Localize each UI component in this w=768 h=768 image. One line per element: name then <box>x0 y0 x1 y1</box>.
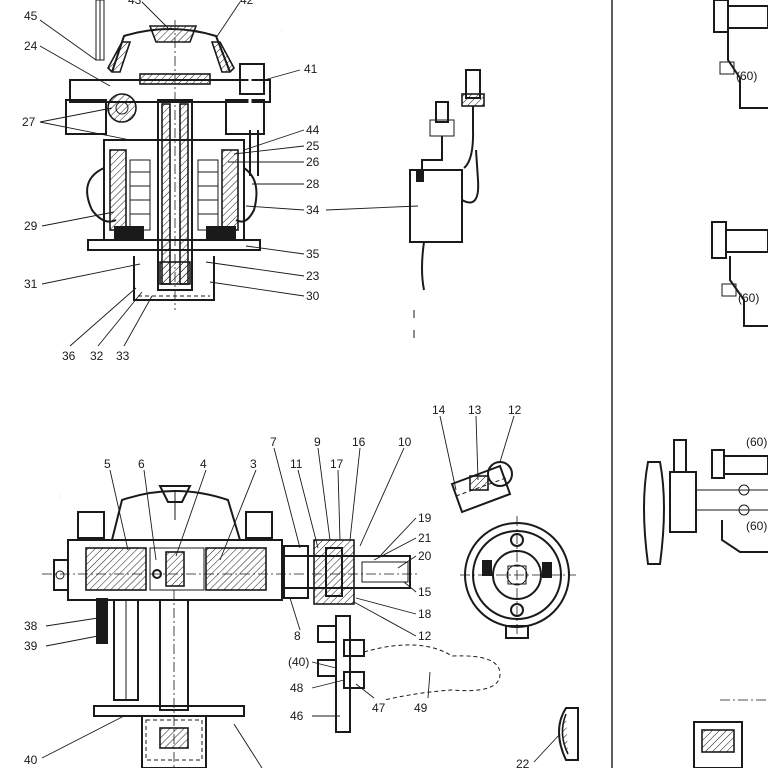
callout-60-d: (60) <box>746 519 767 533</box>
callout-45: 45 <box>24 9 38 23</box>
callout-36: 36 <box>62 349 76 363</box>
callout-17: 17 <box>330 457 344 471</box>
callout-41: 41 <box>304 62 318 76</box>
callout-11: 11 <box>290 457 303 471</box>
top-callouts: 45 43 42 24 41 27 44 25 26 28 29 34 35 2… <box>22 0 320 363</box>
callout-46: 46 <box>290 709 304 723</box>
callout-44: 44 <box>306 123 320 137</box>
callout-24: 24 <box>24 39 38 53</box>
callout-16: 16 <box>352 435 366 449</box>
callout-22: 22 <box>516 757 530 768</box>
leader-lines <box>39 1 561 768</box>
callout-8: 8 <box>294 629 301 643</box>
callout-14: 14 <box>432 403 446 417</box>
callout-43: 43 <box>128 0 142 7</box>
callout-12-top: 12 <box>508 403 522 417</box>
callout-30: 30 <box>306 289 320 303</box>
callout-40: 40 <box>24 753 38 767</box>
callout-40-paren: (40) <box>288 655 309 669</box>
callout-35: 35 <box>306 247 320 261</box>
fitting-detail <box>558 707 579 761</box>
callout-6: 6 <box>138 457 145 471</box>
callout-60-a: (60) <box>736 69 757 83</box>
callout-38: 38 <box>24 619 38 633</box>
callout-12: 12 <box>418 629 432 643</box>
callout-39: 39 <box>24 639 38 653</box>
callout-60-b: (60) <box>738 291 759 305</box>
roller-detail-icon <box>450 461 513 514</box>
callout-19: 19 <box>418 511 432 525</box>
callout-27: 27 <box>22 115 36 129</box>
callout-47: 47 <box>372 701 386 715</box>
callout-49: 49 <box>414 701 428 715</box>
pipework-views-icon <box>643 0 768 768</box>
right-callouts: (60) (60) (60) (60) <box>736 69 767 533</box>
housing-end-view-icon <box>460 516 576 640</box>
callout-48: 48 <box>290 681 304 695</box>
callout-42: 42 <box>240 0 254 7</box>
callout-7: 7 <box>270 435 277 449</box>
pump-shaft-section-icon <box>42 485 501 768</box>
callout-18: 18 <box>418 607 432 621</box>
callout-15: 15 <box>418 585 432 599</box>
callout-34: 34 <box>306 203 320 217</box>
callout-21: 21 <box>418 531 432 545</box>
callout-13: 13 <box>468 403 482 417</box>
pump-head-section-icon <box>65 0 283 310</box>
bottom-callouts: 5 6 4 3 7 11 9 17 16 10 14 13 12 19 21 2… <box>24 403 530 768</box>
callout-5: 5 <box>104 457 111 471</box>
callout-23: 23 <box>306 269 320 283</box>
callout-4: 4 <box>200 457 207 471</box>
callout-10: 10 <box>398 435 412 449</box>
callout-32: 32 <box>90 349 104 363</box>
callout-25: 25 <box>306 139 320 153</box>
callout-26: 26 <box>306 155 320 169</box>
callout-9: 9 <box>314 435 321 449</box>
pressure-switch-icon <box>409 69 485 338</box>
callout-33: 33 <box>116 349 130 363</box>
callout-31: 31 <box>24 277 38 291</box>
callout-28: 28 <box>306 177 320 191</box>
callout-60-c: (60) <box>746 435 767 449</box>
callout-29: 29 <box>24 219 38 233</box>
callout-20: 20 <box>418 549 432 563</box>
callout-3: 3 <box>250 457 257 471</box>
